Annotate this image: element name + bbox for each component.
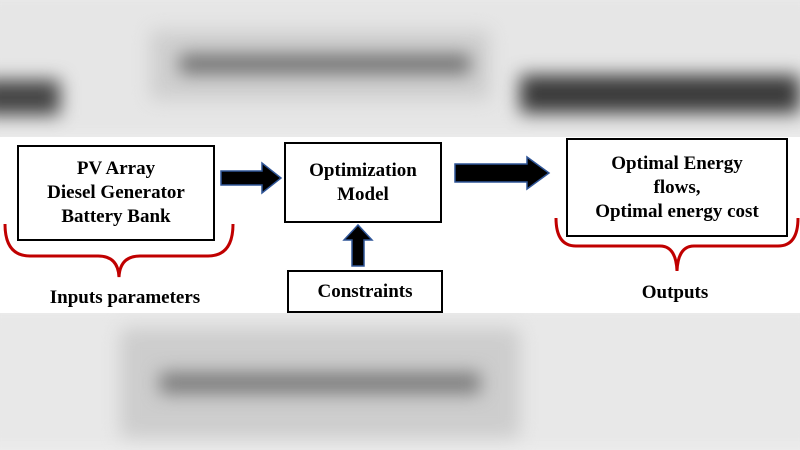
output-line-3: Optimal energy cost bbox=[595, 200, 759, 222]
input-battery-bank: Battery Bank bbox=[61, 206, 171, 227]
arrow-constraints-to-model bbox=[342, 223, 374, 267]
inputs-brace bbox=[3, 223, 235, 278]
arrow-inputs-to-model bbox=[220, 161, 283, 195]
constraints-label: Constraints bbox=[317, 280, 413, 302]
outputs-caption: Outputs bbox=[641, 282, 709, 303]
outputs-brace bbox=[554, 217, 800, 272]
optimization-model-box: Optimization Model bbox=[284, 142, 442, 223]
constraints-box: Constraints bbox=[287, 270, 443, 313]
blurred-background-bottom bbox=[0, 313, 800, 450]
output-line-1: Optimal Energy bbox=[611, 152, 743, 174]
inputs-caption: Inputs parameters bbox=[49, 287, 201, 308]
output-line-2: flows, bbox=[653, 176, 701, 198]
model-line-2: Model bbox=[337, 183, 389, 205]
blurred-background-top bbox=[0, 0, 800, 137]
arrow-model-to-outputs bbox=[454, 155, 551, 191]
outputs-box: Optimal Energy flows, Optimal energy cos… bbox=[566, 138, 788, 237]
input-diesel-generator: Diesel Generator bbox=[47, 182, 185, 203]
inputs-box: PV Array Diesel Generator Battery Bank bbox=[17, 145, 215, 241]
input-pv-array: PV Array bbox=[76, 158, 156, 179]
model-line-1: Optimization bbox=[309, 159, 417, 181]
